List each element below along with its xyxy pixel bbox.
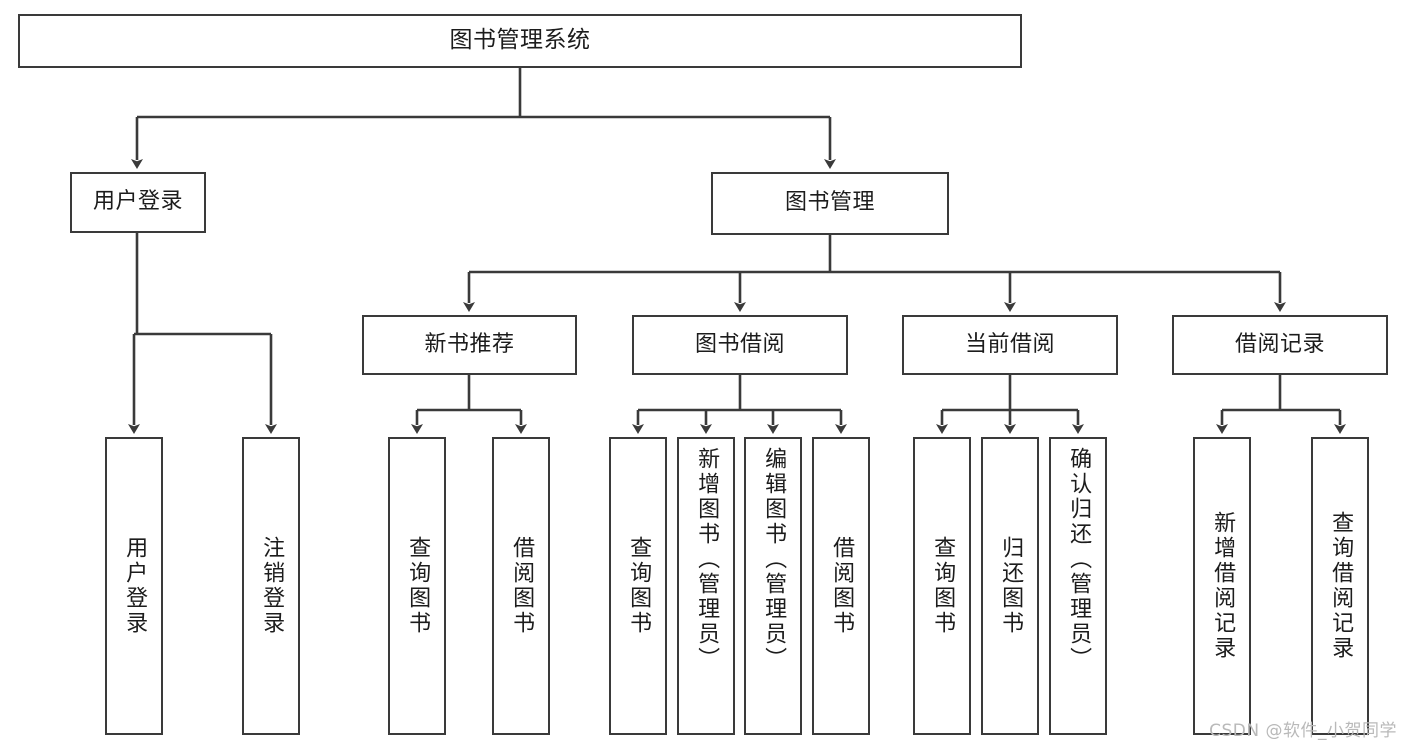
leaf-current-query-book[interactable]: 查询图书 xyxy=(913,437,971,735)
leaf-current-return-book[interactable]: 归还图书 xyxy=(981,437,1039,735)
node-label: 借阅图书 xyxy=(829,536,855,636)
node-label: 查询图书 xyxy=(405,536,431,636)
node-root-system[interactable]: 图书管理系统 xyxy=(18,14,1022,68)
node-label: 图书管理 xyxy=(784,190,875,216)
node-label: 借阅记录 xyxy=(1234,331,1325,357)
node-label: 查询借阅记录 xyxy=(1328,511,1354,661)
node-label: 用户登录 xyxy=(92,189,183,215)
leaf-borrow-borrow-book[interactable]: 借阅图书 xyxy=(812,437,870,735)
leaf-recommend-borrow-book[interactable]: 借阅图书 xyxy=(492,437,550,735)
node-new-book-recommend[interactable]: 新书推荐 xyxy=(362,315,577,375)
node-book-borrow[interactable]: 图书借阅 xyxy=(632,315,848,375)
node-user-login[interactable]: 用户登录 xyxy=(70,172,206,233)
node-label: 查询图书 xyxy=(930,536,956,636)
node-label: 新书推荐 xyxy=(424,331,515,357)
node-label: 归还图书 xyxy=(998,536,1024,636)
leaf-borrow-add-book-admin[interactable]: 新增图书（管理员） xyxy=(677,437,735,735)
node-borrow-record[interactable]: 借阅记录 xyxy=(1172,315,1388,375)
node-label: 用户登录 xyxy=(122,536,148,636)
leaf-logout[interactable]: 注销登录 xyxy=(242,437,300,735)
node-current-borrow[interactable]: 当前借阅 xyxy=(902,315,1118,375)
leaf-user-login[interactable]: 用户登录 xyxy=(105,437,163,735)
leaf-borrow-edit-book-admin[interactable]: 编辑图书（管理员） xyxy=(744,437,802,735)
leaf-record-add-borrow-record[interactable]: 新增借阅记录 xyxy=(1193,437,1251,735)
node-label: 新增图书（管理员） xyxy=(694,447,720,672)
leaf-record-query-borrow-record[interactable]: 查询借阅记录 xyxy=(1311,437,1369,735)
node-label: 图书借阅 xyxy=(694,331,785,357)
node-label: 图书管理系统 xyxy=(449,27,591,54)
leaf-recommend-query-book[interactable]: 查询图书 xyxy=(388,437,446,735)
node-book-management[interactable]: 图书管理 xyxy=(711,172,949,235)
leaf-current-confirm-return-admin[interactable]: 确认归还（管理员） xyxy=(1049,437,1107,735)
watermark-text: CSDN @软件_小贺同学 xyxy=(1209,721,1397,741)
node-label: 当前借阅 xyxy=(964,331,1055,357)
node-label: 确认归还（管理员） xyxy=(1066,447,1092,672)
node-label: 新增借阅记录 xyxy=(1210,511,1236,661)
node-label: 注销登录 xyxy=(259,536,285,636)
node-label: 编辑图书（管理员） xyxy=(761,447,787,672)
leaf-borrow-query-book[interactable]: 查询图书 xyxy=(609,437,667,735)
node-label: 借阅图书 xyxy=(509,536,535,636)
node-label: 查询图书 xyxy=(626,536,652,636)
